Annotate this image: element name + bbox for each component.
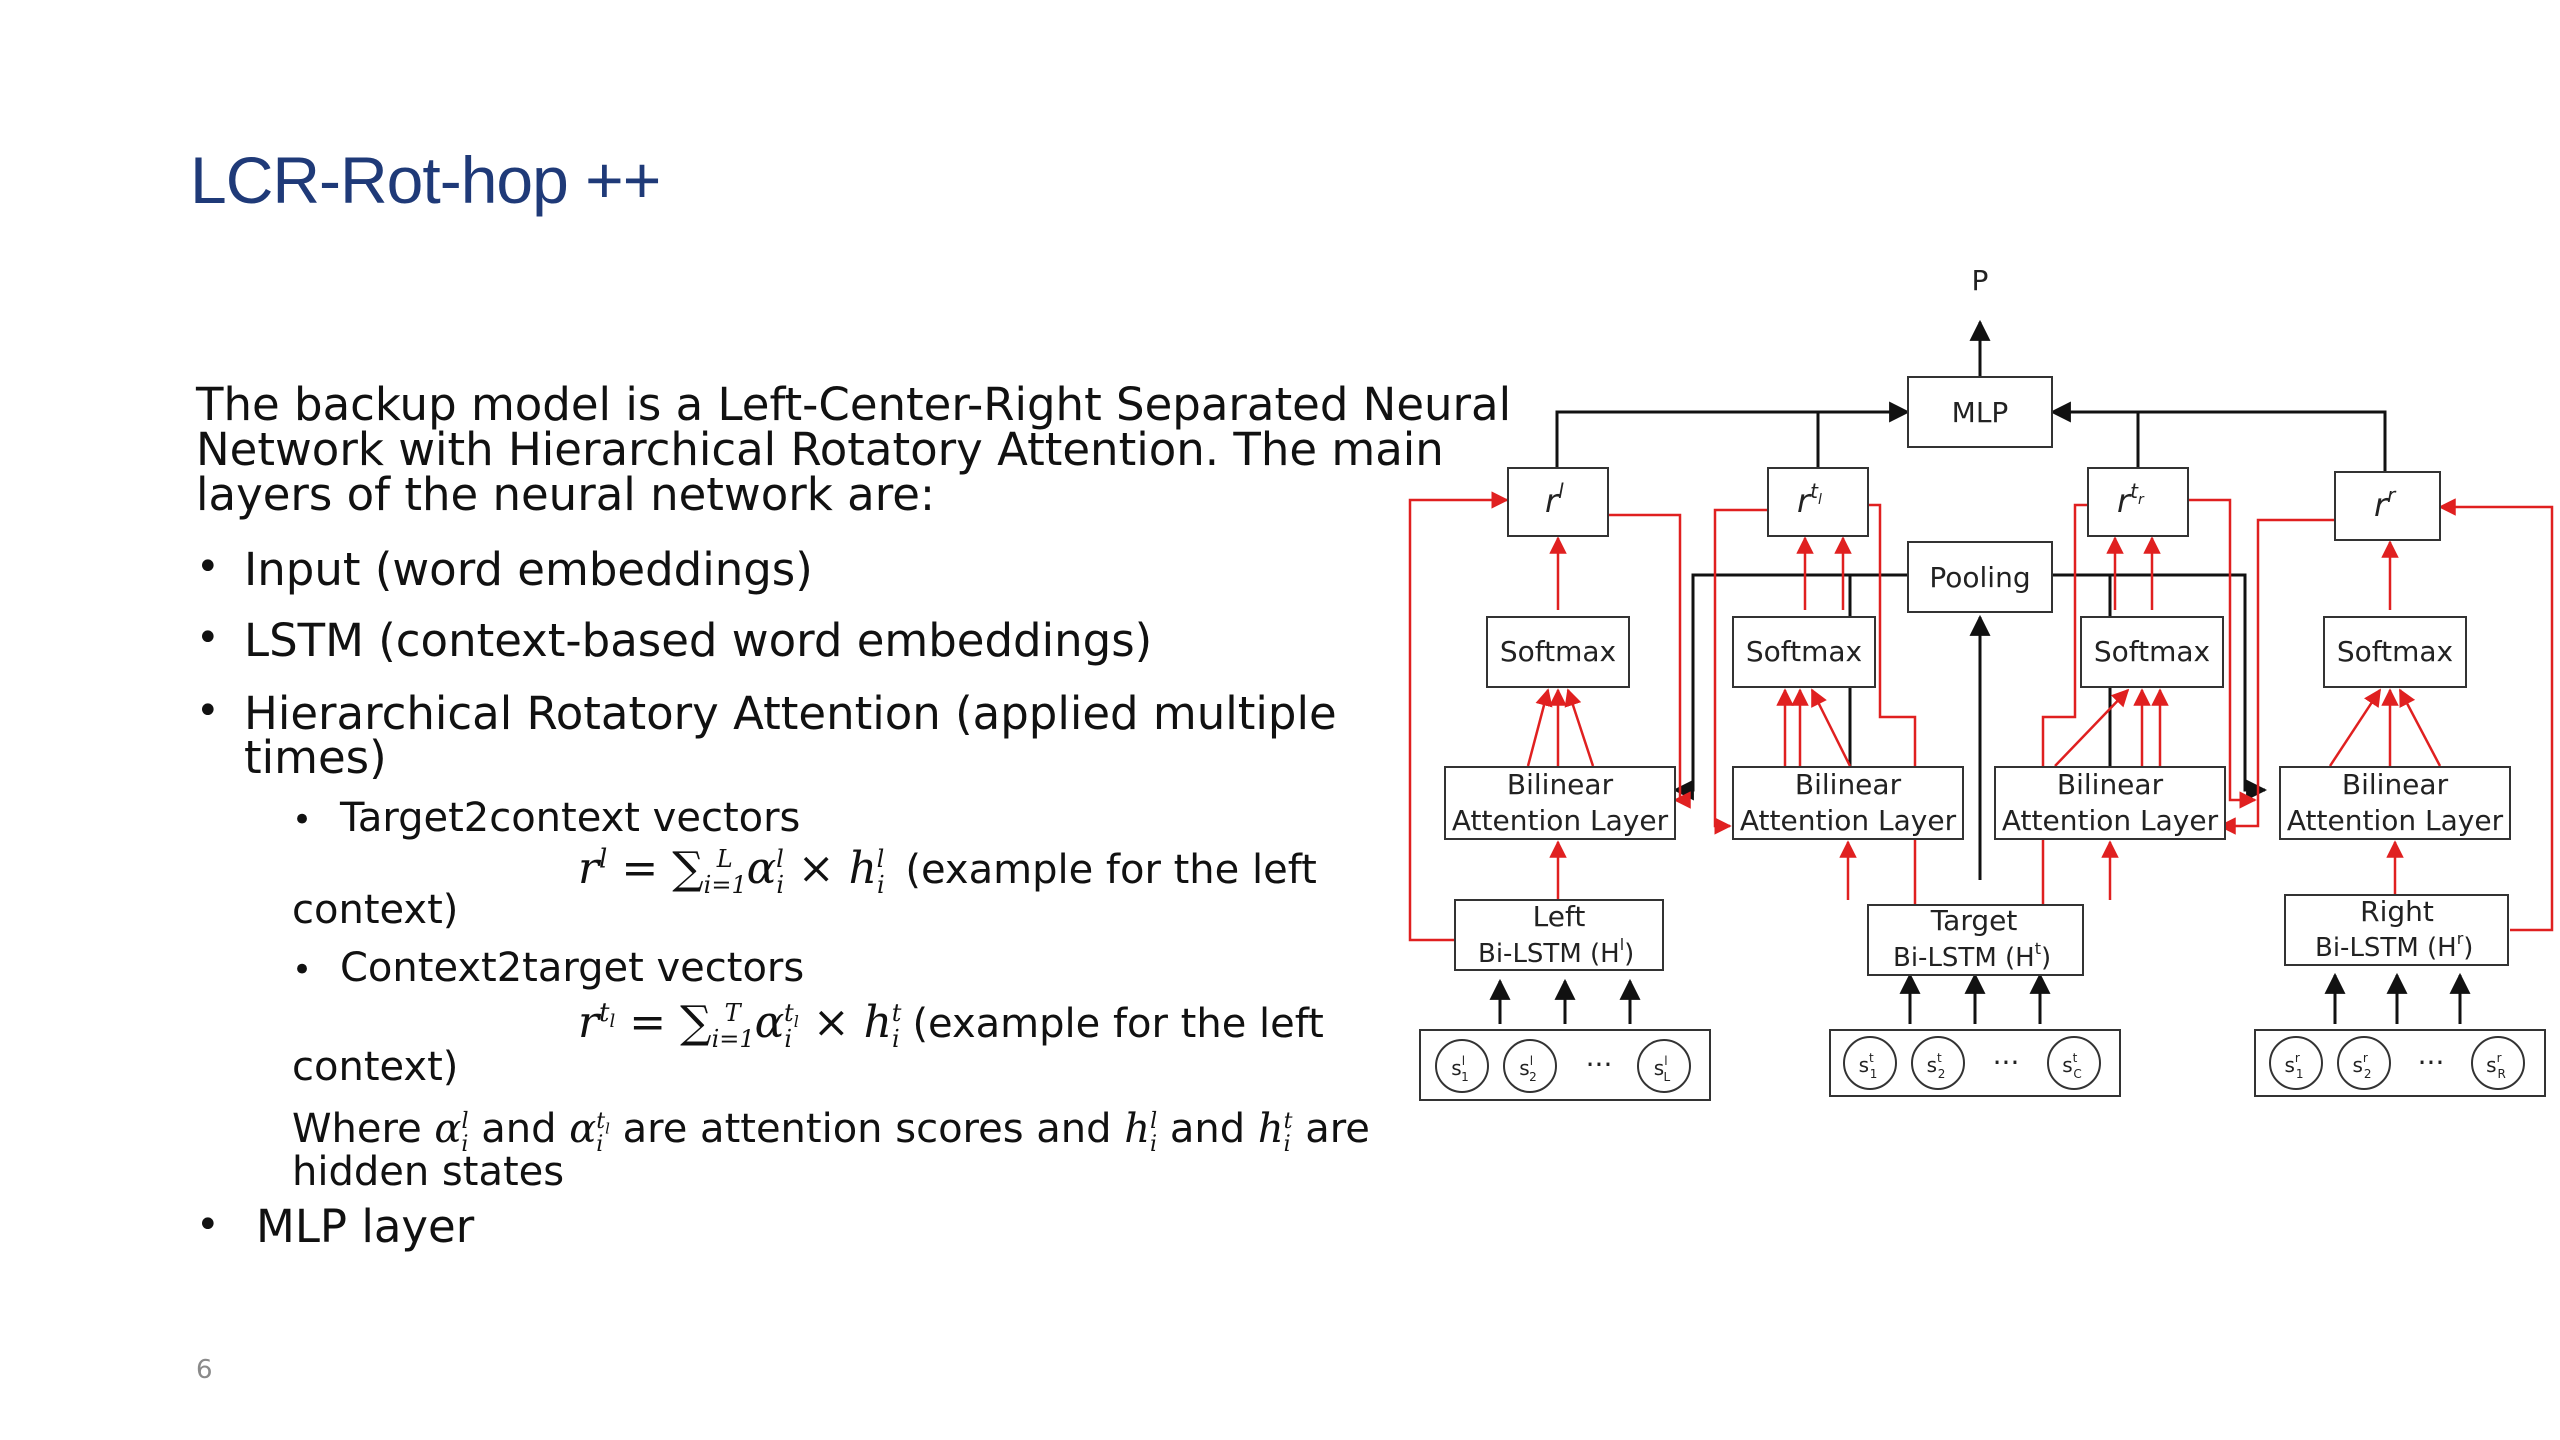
bullet-input: Input (word embeddings) (244, 543, 813, 596)
where-line-2: hidden states (292, 1149, 565, 1195)
bullet-dot: • (196, 688, 220, 734)
sub-bullet-target2context: Target2context vectors (340, 795, 801, 841)
svg-text:sr2: sr2 (2353, 1051, 2372, 1081)
are-word: are (1305, 1106, 1370, 1152)
svg-text:st2: st2 (1927, 1051, 1946, 1081)
bullet-dot: • (196, 1202, 220, 1248)
ellipsis: ... (1993, 1038, 2020, 1071)
svg-text:Bi-LSTM (Hl): Bi-LSTM (Hl) (1478, 935, 1634, 969)
softmax-right-label: Softmax (2337, 635, 2453, 668)
softmax-target-left-label: Softmax (1746, 635, 1862, 668)
pooling-box-label: Pooling (1929, 561, 2030, 594)
intro-line: layers of the neural network are: (196, 468, 936, 521)
target-lstm-label: Target (1930, 904, 2018, 937)
right-lstm-label: Right (2360, 895, 2434, 928)
context-word: context) (292, 887, 459, 933)
formula-note: (example for the left (905, 847, 1317, 893)
where-word: Where (292, 1106, 422, 1152)
left-lstm-sub: Bi-LSTM (H (1478, 939, 1620, 969)
softmax-left-label: Softmax (1500, 635, 1616, 668)
intro-line: Network with Hierarchical Rotatory Atten… (196, 423, 1444, 476)
output-label: P (1972, 264, 1989, 297)
left-lstm-label: Left (1533, 900, 1586, 933)
bilinear-label: Bilinear (1507, 768, 1614, 801)
formula-context2target: rtl = ∑i=1T αitl × hit (example for the … (578, 997, 1324, 1053)
intro-paragraph: The backup model is a Left-Center-Right … (196, 382, 1511, 517)
ellipsis: ... (1586, 1040, 1613, 1073)
svg-text:slL: slL (1654, 1054, 1671, 1084)
bilinear-label: Bilinear (2342, 768, 2449, 801)
sub-bullet-context2target: Context2target vectors (340, 945, 805, 991)
target-lstm-sub: Bi-LSTM (H (1893, 943, 2035, 973)
svg-text:sl2: sl2 (1519, 1054, 1536, 1084)
formula-note: (example for the left (912, 1001, 1324, 1047)
bullet-mlp: MLP layer (256, 1200, 475, 1253)
right-lstm-sub: Bi-LSTM (H (2315, 933, 2457, 963)
bilinear-label: Bilinear (1795, 768, 1902, 801)
ellipsis: ... (2418, 1038, 2445, 1071)
bullet-dot: • (196, 544, 220, 590)
bullet-attention: Hierarchical Rotatory Attention (applied… (244, 687, 1337, 740)
attention-layer-label: Attention Layer (2287, 804, 2504, 837)
intro-line: The backup model is a Left-Center-Right … (196, 378, 1512, 431)
softmax-target-right-label: Softmax (2094, 635, 2210, 668)
attention-layer-label: Attention Layer (2002, 804, 2219, 837)
context-word: context) (292, 1044, 459, 1090)
page-number: 6 (196, 1355, 213, 1385)
svg-text:st1: st1 (1859, 1051, 1878, 1081)
bilinear-label: Bilinear (2057, 768, 2164, 801)
where-middle: are attention scores and (622, 1106, 1112, 1152)
where-line: Where αil and αitl are attention scores … (292, 1106, 1370, 1157)
and-word: and (1169, 1106, 1246, 1152)
sub-bullet-dot: • (292, 800, 313, 840)
sub-bullet-dot: • (292, 950, 313, 990)
formula-target2context: rl = ∑i=1L αil × hil (example for the le… (578, 843, 1317, 899)
and-word: and (481, 1106, 557, 1152)
svg-text:sl1: sl1 (1451, 1054, 1468, 1084)
mlp-box-label: MLP (1952, 396, 2009, 429)
svg-text:Bi-LSTM (Ht): Bi-LSTM (Ht) (1893, 939, 2051, 973)
slide-title: LCR-Rot-hop ++ (190, 143, 661, 217)
bullet-dot: • (196, 615, 220, 661)
svg-text:stC: stC (2062, 1051, 2082, 1081)
bullet-attention-cont: times) (244, 731, 387, 784)
svg-text:srR: srR (2486, 1051, 2506, 1081)
bullet-lstm: LSTM (context-based word embeddings) (244, 614, 1153, 667)
svg-text:sr1: sr1 (2285, 1051, 2304, 1081)
attention-layer-label: Attention Layer (1452, 804, 1669, 837)
svg-text:Bi-LSTM (Hr): Bi-LSTM (Hr) (2315, 929, 2473, 963)
attention-layer-label: Attention Layer (1740, 804, 1957, 837)
